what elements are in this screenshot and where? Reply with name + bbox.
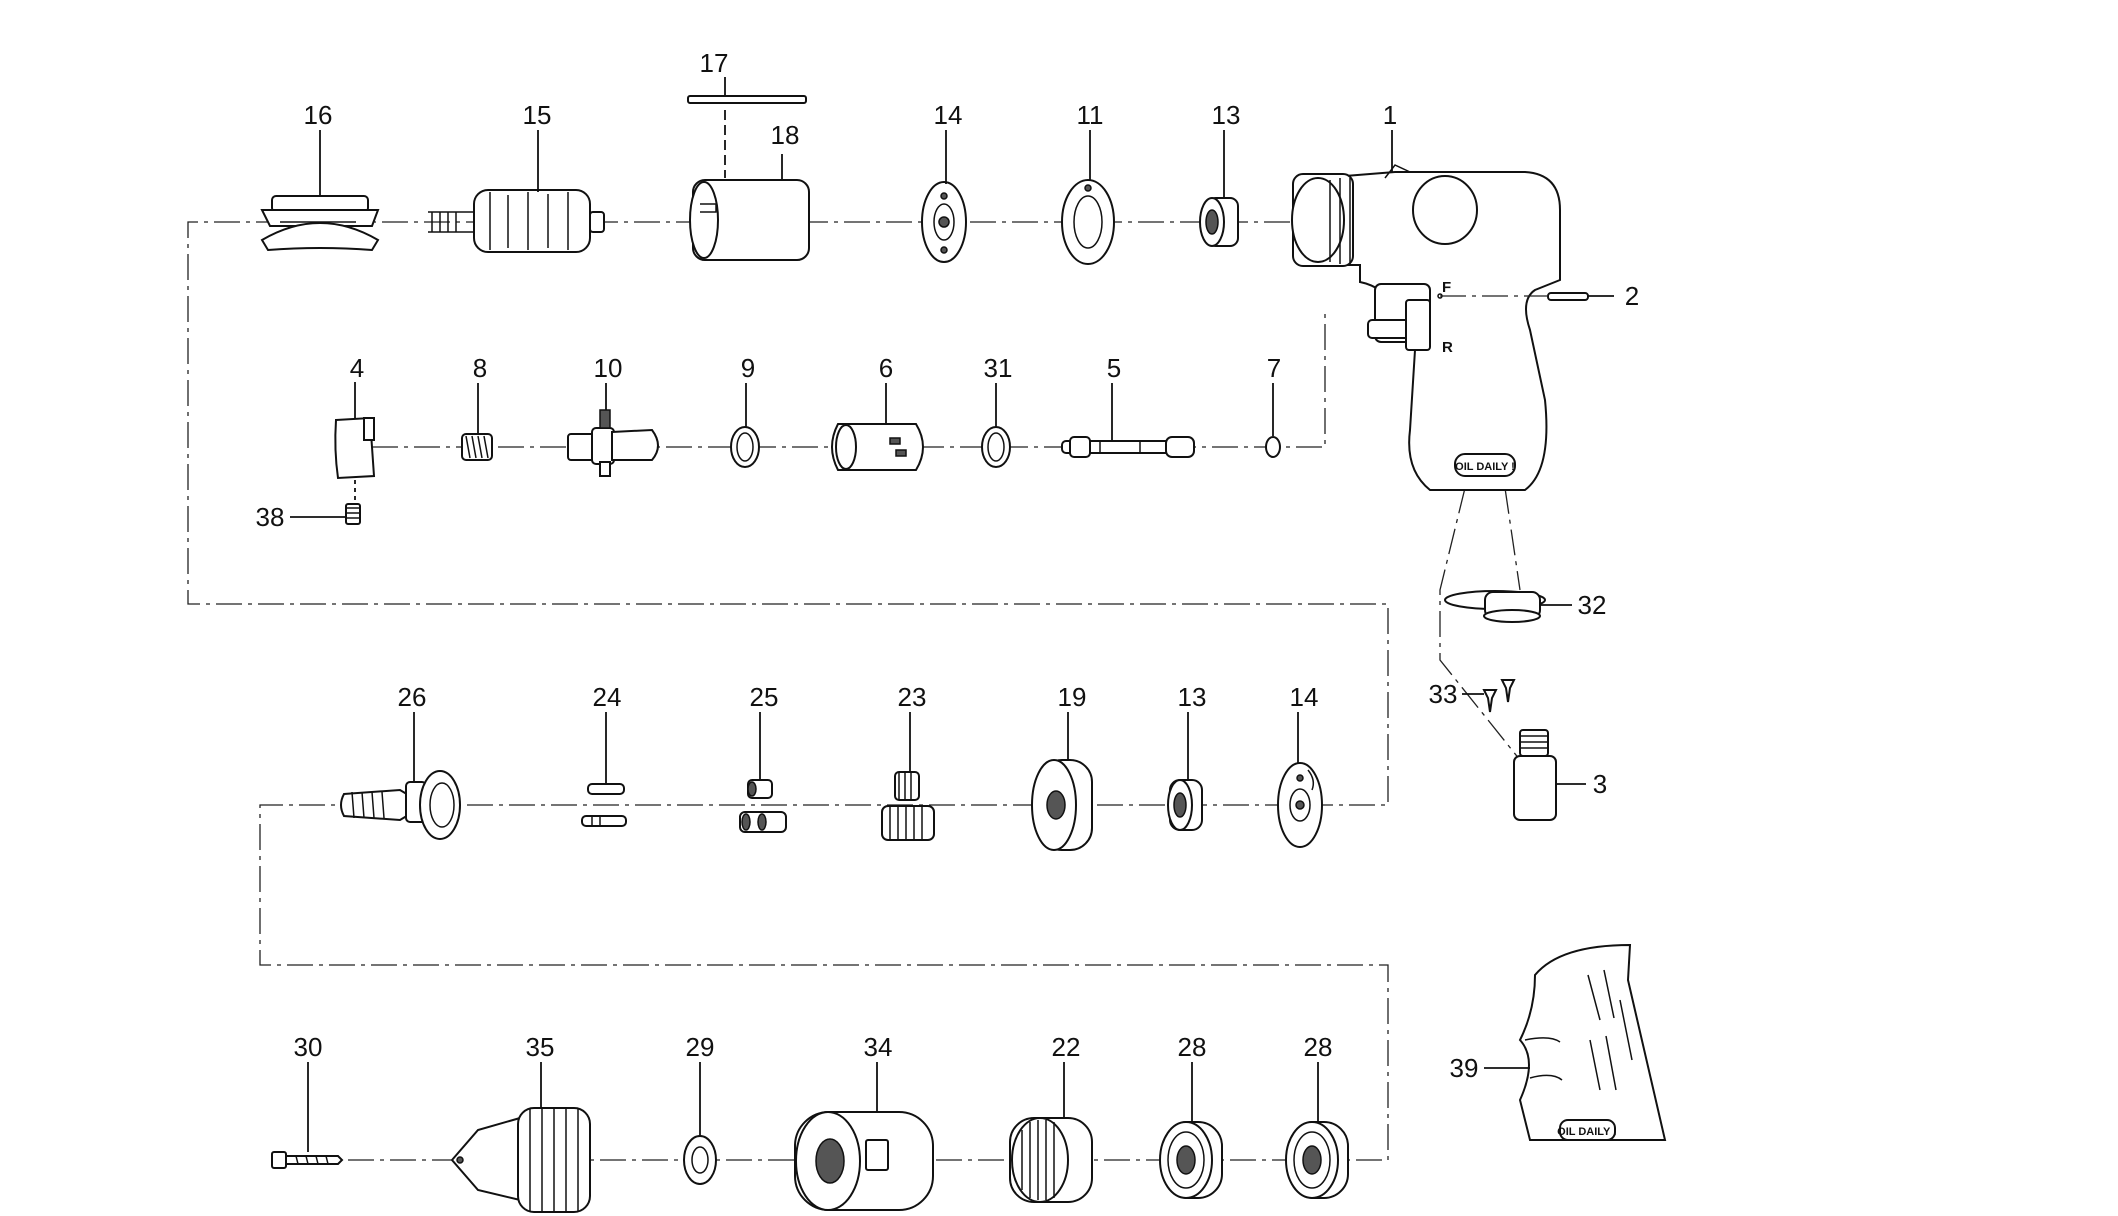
reverse-mark: R xyxy=(1442,339,1453,356)
part-38-set-screw xyxy=(290,480,361,525)
part-4-reverse-lever xyxy=(334,382,376,480)
part-11-plate xyxy=(1061,179,1115,265)
forward-mark: F xyxy=(1442,279,1451,296)
part-28-bearing-a xyxy=(1159,1121,1223,1199)
part-3-air-inlet xyxy=(1513,729,1586,821)
callout-14-upper: 14 xyxy=(934,100,963,130)
part-23-planet-gears xyxy=(881,771,935,841)
part-15-rotor xyxy=(428,189,605,253)
callout-30: 30 xyxy=(294,1032,323,1062)
part-13-bearing xyxy=(1199,197,1239,247)
callout-13-lower: 13 xyxy=(1178,682,1207,712)
callout-39: 39 xyxy=(1450,1053,1479,1083)
callout-32: 32 xyxy=(1578,590,1607,620)
callout-1: 1 xyxy=(1383,100,1397,130)
part-18-cylinder xyxy=(689,110,810,261)
callout-31: 31 xyxy=(984,353,1013,383)
part-19-ring-gear xyxy=(1031,759,1093,851)
part-6-valve-sleeve xyxy=(831,423,924,471)
callout-3: 3 xyxy=(1593,769,1607,799)
callout-16: 16 xyxy=(304,100,333,130)
callout-11: 11 xyxy=(1077,100,1104,130)
callout-25: 25 xyxy=(750,682,779,712)
part-22-needle-bearing xyxy=(1009,1117,1093,1203)
callout-34: 34 xyxy=(864,1032,893,1062)
part-9-o-ring xyxy=(730,426,760,468)
part-26-spindle xyxy=(340,770,461,840)
callout-28-first: 28 xyxy=(1178,1032,1207,1062)
callout-10: 10 xyxy=(594,353,623,383)
part-31-o-ring xyxy=(981,426,1011,468)
part-8-spring xyxy=(461,433,493,461)
callout-18: 18 xyxy=(771,120,800,150)
assembly-axis-lines xyxy=(187,221,1521,1161)
callout-23: 23 xyxy=(898,682,927,712)
part-2-pin xyxy=(1440,292,1614,301)
part-14-end-plate xyxy=(921,181,967,263)
callout-35: 35 xyxy=(526,1032,555,1062)
part-10-reverse-valve xyxy=(567,409,659,477)
callout-6: 6 xyxy=(879,353,893,383)
part-5-valve-stem xyxy=(1061,436,1195,458)
callout-2: 2 xyxy=(1625,281,1639,311)
part-35-drill-chuck xyxy=(450,1107,591,1213)
callout-17: 17 xyxy=(700,48,729,78)
callout-9: 9 xyxy=(741,353,755,383)
callout-labels: 1 2 3 4 5 6 7 8 9 10 11 13 13 14 14 15 1… xyxy=(256,48,1640,1083)
callout-38: 38 xyxy=(256,502,285,532)
part-29-washer xyxy=(683,1135,717,1185)
callout-13-upper: 13 xyxy=(1212,100,1241,130)
callout-19: 19 xyxy=(1058,682,1087,712)
callout-28-second: 28 xyxy=(1304,1032,1333,1062)
sleeve-badge: OIL DAILY ! xyxy=(1557,1126,1617,1138)
part-33-screws xyxy=(1462,679,1516,713)
part-14-front-plate xyxy=(1277,762,1323,848)
callout-26: 26 xyxy=(398,682,427,712)
callout-15: 15 xyxy=(523,100,552,130)
callout-4: 4 xyxy=(350,353,364,383)
callout-22: 22 xyxy=(1052,1032,1081,1062)
callout-24: 24 xyxy=(593,682,622,712)
handle-badge: OIL DAILY ! xyxy=(1455,461,1515,473)
part-16-exhaust-deflector xyxy=(260,195,380,252)
leader-lines xyxy=(307,130,1393,1152)
callout-5: 5 xyxy=(1107,353,1121,383)
part-7-o-ring xyxy=(1265,383,1281,458)
part-30-screw xyxy=(271,1151,344,1169)
part-25-rollers xyxy=(739,779,787,833)
part-1-housing: OIL DAILY ! F R xyxy=(1291,164,1561,491)
callout-14-lower: 14 xyxy=(1290,682,1319,712)
part-13-bearing-front xyxy=(1167,779,1203,831)
part-32-exhaust-plate xyxy=(1444,590,1572,623)
part-17-vane xyxy=(687,77,807,104)
callout-29: 29 xyxy=(686,1032,715,1062)
callout-33: 33 xyxy=(1429,679,1458,709)
part-34-collar xyxy=(794,1111,934,1211)
part-28-bearing-b xyxy=(1285,1121,1349,1199)
callout-8: 8 xyxy=(473,353,487,383)
callout-7: 7 xyxy=(1267,353,1281,383)
part-39-grip-sleeve: OIL DAILY ! xyxy=(1484,943,1667,1141)
